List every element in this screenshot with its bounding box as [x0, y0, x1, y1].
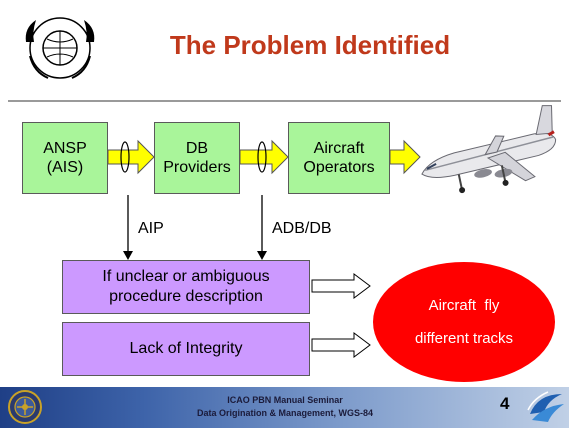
flow-arrow-db-operators [239, 139, 289, 175]
label-aip: AIP [138, 220, 164, 237]
box-operators-line1: Aircraft [313, 139, 365, 157]
arrow-aip-down [123, 195, 133, 260]
faa-seal-icon [8, 390, 42, 424]
eurocontrol-logo-icon [527, 391, 564, 422]
unclear-line1: If unclear or ambiguous [102, 268, 270, 285]
title-bar: The Problem Identified [0, 0, 569, 96]
integrity-text: Lack of Integrity [129, 340, 243, 357]
box-lack-of-integrity: Lack of Integrity [62, 322, 310, 376]
hollow-arrow-unclear [311, 273, 371, 299]
unclear-line2: procedure description [109, 288, 263, 305]
box-operators-line2: Operators [303, 159, 375, 176]
box-ansp-line2: (AIS) [46, 159, 84, 176]
slide-title: The Problem Identified [169, 30, 451, 60]
aircraft-image [421, 105, 557, 194]
box-unclear-procedure: If unclear or ambiguous procedure descri… [62, 260, 310, 314]
box-db-line2: Providers [163, 159, 231, 176]
box-ansp-ais: ANSP (AIS) [22, 122, 108, 194]
icao-emblem-icon [25, 17, 95, 79]
box-db-line1: DB [185, 139, 209, 157]
footer-bar [0, 387, 569, 428]
box-db-providers: DB Providers [154, 122, 240, 194]
page-number: 4 [500, 394, 510, 413]
result-line2: different tracks [414, 330, 514, 347]
title-divider [8, 100, 561, 102]
arrow-adb-down [257, 195, 267, 260]
result-line1: Aircraft fly [428, 297, 500, 314]
flow-arrow-ansp-db [107, 139, 155, 175]
label-adb-db: ADB/DB [272, 220, 332, 237]
box-aircraft-operators: Aircraft Operators [288, 122, 390, 194]
flow-arrow-operators-aircraft [389, 139, 421, 175]
result-oval: Aircraft fly different tracks [373, 262, 555, 382]
footer-text: ICAO PBN Manual Seminar Data Origination… [170, 394, 400, 420]
hollow-arrow-integrity [311, 332, 371, 358]
box-ansp-line1: ANSP [43, 139, 87, 157]
footer-line2: Data Origination & Management, WGS-84 [196, 408, 374, 419]
footer-line1: ICAO PBN Manual Seminar [227, 395, 343, 405]
